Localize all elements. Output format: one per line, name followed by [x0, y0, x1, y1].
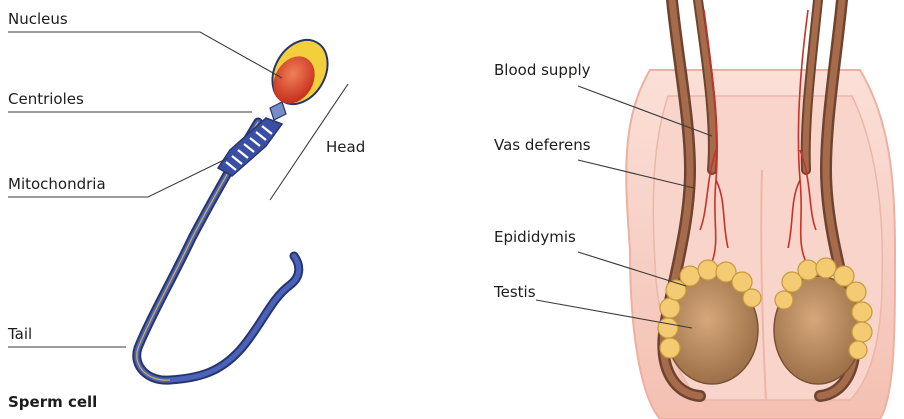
label-head: Head: [326, 138, 365, 156]
sperm-tail: [137, 122, 299, 380]
sperm-cell: [137, 30, 339, 380]
testes-anatomy: [626, 0, 895, 419]
label-epididymis: Epididymis: [494, 228, 576, 246]
label-centrioles: Centrioles: [8, 90, 84, 108]
caption-sperm-cell: Sperm cell: [8, 393, 97, 411]
label-testis: Testis: [494, 283, 536, 301]
label-mitochondria: Mitochondria: [8, 175, 106, 193]
label-vas-deferens: Vas deferens: [494, 136, 591, 154]
label-nucleus: Nucleus: [8, 10, 68, 28]
label-blood-supply: Blood supply: [494, 61, 591, 79]
label-tail: Tail: [8, 325, 32, 343]
centriole: [270, 102, 286, 120]
